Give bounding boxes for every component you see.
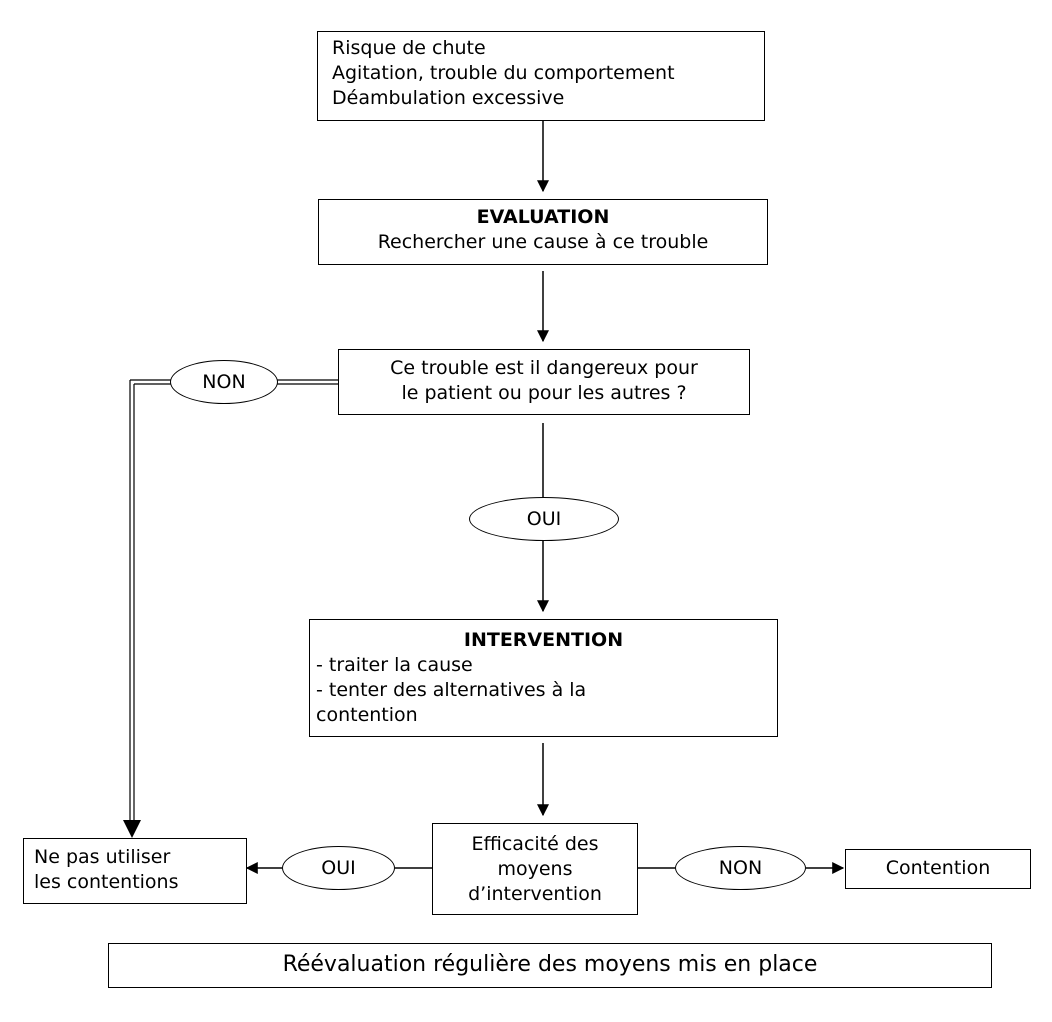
evaluation-text: Rechercher une cause à ce trouble	[377, 231, 709, 253]
evaluation-box: EVALUATION Rechercher une cause à ce tro…	[318, 199, 768, 265]
oui-bottom-ellipse: OUI	[282, 846, 395, 890]
efficacite-line-1: Efficacité des	[471, 833, 599, 855]
start-box: Risque de chute Agitation, trouble du co…	[317, 31, 765, 121]
question-line-2: le patient ou pour les autres ?	[401, 382, 687, 404]
reevaluation-box: Réévaluation régulière des moyens mis en…	[108, 943, 992, 988]
no-contention-box: Ne pas utiliser les contentions	[23, 838, 247, 904]
double-arrow-head	[123, 820, 141, 838]
contention-box: Contention	[845, 849, 1031, 889]
intervention-title: INTERVENTION	[463, 629, 624, 651]
start-line-1: Risque de chute	[332, 37, 486, 59]
double-line-non-path	[129, 379, 338, 822]
contention-label: Contention	[885, 857, 991, 879]
non-bottom-label: NON	[718, 857, 763, 879]
no-contention-line-1: Ne pas utiliser	[34, 846, 171, 868]
intervention-line-1: - traiter la cause	[316, 654, 473, 676]
reevaluation-label: Réévaluation régulière des moyens mis en…	[282, 952, 818, 977]
evaluation-title: EVALUATION	[476, 206, 610, 228]
efficacite-line-3: d’intervention	[468, 883, 602, 905]
non-bottom-ellipse: NON	[675, 846, 806, 890]
efficacite-box: Efficacité des moyens d’intervention	[432, 823, 638, 915]
non-top-ellipse: NON	[170, 360, 278, 404]
intervention-line-3: contention	[316, 704, 418, 726]
no-contention-line-2: les contentions	[34, 871, 179, 893]
start-line-2: Agitation, trouble du comportement	[332, 62, 675, 84]
efficacite-line-2: moyens	[497, 858, 573, 880]
oui-mid-label: OUI	[526, 508, 562, 530]
intervention-line-2: - tenter des alternatives à la	[316, 679, 587, 701]
oui-mid-ellipse: OUI	[469, 497, 619, 541]
question-box: Ce trouble est il dangereux pour le pati…	[338, 349, 750, 415]
oui-bottom-label: OUI	[321, 857, 356, 879]
start-line-3: Déambulation excessive	[332, 87, 565, 109]
intervention-box: INTERVENTION - traiter la cause - tenter…	[309, 619, 778, 737]
non-top-label: NON	[202, 371, 246, 393]
question-line-1: Ce trouble est il dangereux pour	[390, 357, 698, 379]
